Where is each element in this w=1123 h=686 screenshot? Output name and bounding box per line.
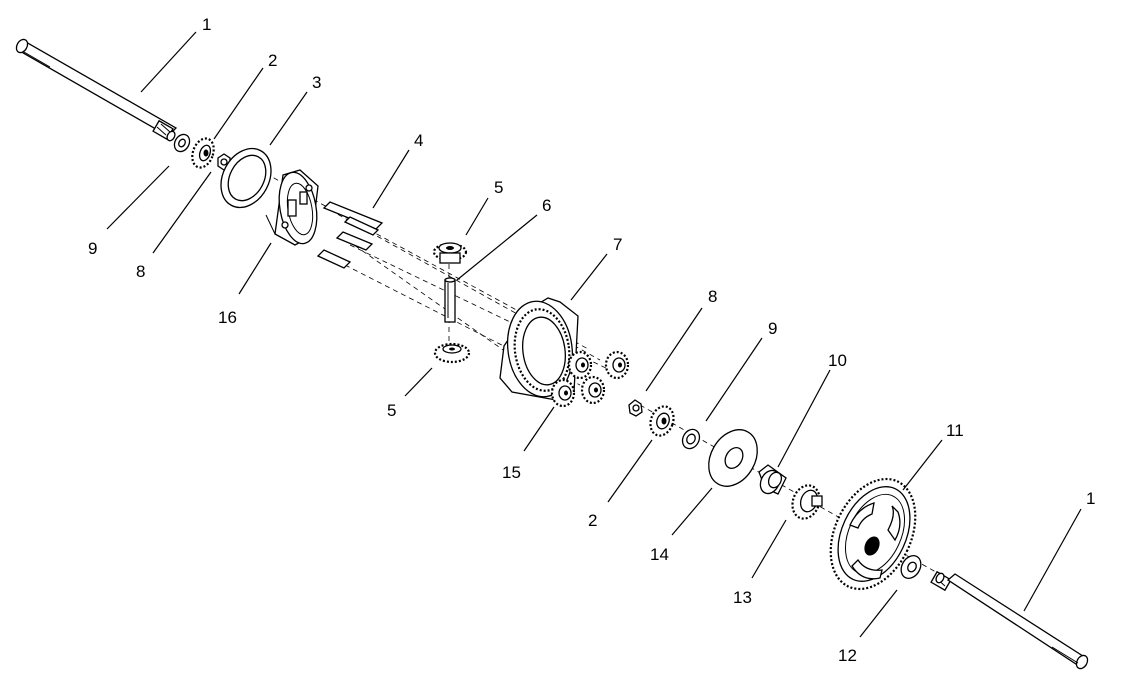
thrust-washer-left (173, 133, 191, 153)
leader-lines (106, 31, 1082, 638)
axle-shaft-left (15, 38, 178, 142)
callout-12: 12 (838, 646, 857, 665)
thrust-washer-right (681, 428, 701, 450)
planet-gear-4 (580, 375, 606, 405)
axle-shaft-right (930, 570, 1089, 670)
callout-2-upper: 2 (268, 51, 277, 70)
callout-7: 7 (613, 235, 622, 254)
callout-6: 6 (542, 196, 551, 215)
drive-pins (316, 201, 384, 269)
callout-9-left: 9 (88, 239, 97, 258)
spider-gear-upper (432, 242, 468, 264)
hex-nut-right (628, 399, 643, 417)
bevel-gear-right (649, 405, 675, 437)
callout-11: 11 (946, 421, 964, 440)
callout-3: 3 (312, 73, 321, 92)
callout-14: 14 (650, 545, 669, 564)
callout-8-left: 8 (136, 262, 145, 281)
callout-5-upper: 5 (494, 178, 503, 197)
planet-gear-1 (567, 350, 593, 380)
spider-gear-lower (433, 342, 471, 364)
cross-shaft (444, 277, 456, 323)
callout-labels: 1 2 3 4 5 6 7 8 9 10 11 1 9 8 16 5 15 2 … (88, 15, 1095, 665)
callout-16: 16 (218, 308, 237, 327)
callout-2-lower: 2 (588, 511, 597, 530)
planet-gear-3 (550, 378, 576, 408)
callout-9-right: 9 (768, 319, 777, 338)
planet-gear-2 (604, 350, 630, 380)
spacer-bushing (758, 464, 787, 495)
callout-4: 4 (414, 131, 423, 150)
callout-13: 13 (733, 588, 752, 607)
callout-10: 10 (828, 351, 847, 370)
callout-8-right: 8 (708, 287, 717, 306)
large-washer (220, 147, 272, 209)
planet-gears (550, 350, 630, 408)
flat-washer-large (708, 429, 758, 487)
callout-15: 15 (502, 463, 521, 482)
small-washer (900, 555, 922, 579)
callout-1-upper: 1 (202, 15, 211, 34)
ring-gear-cover (499, 297, 579, 401)
differential-housing (265, 169, 319, 246)
callout-5-lower: 5 (387, 401, 396, 420)
callout-1-lower: 1 (1086, 489, 1095, 508)
pinion-gear (791, 484, 823, 520)
large-spur-gear (829, 477, 917, 591)
bevel-gear-left (191, 137, 215, 169)
